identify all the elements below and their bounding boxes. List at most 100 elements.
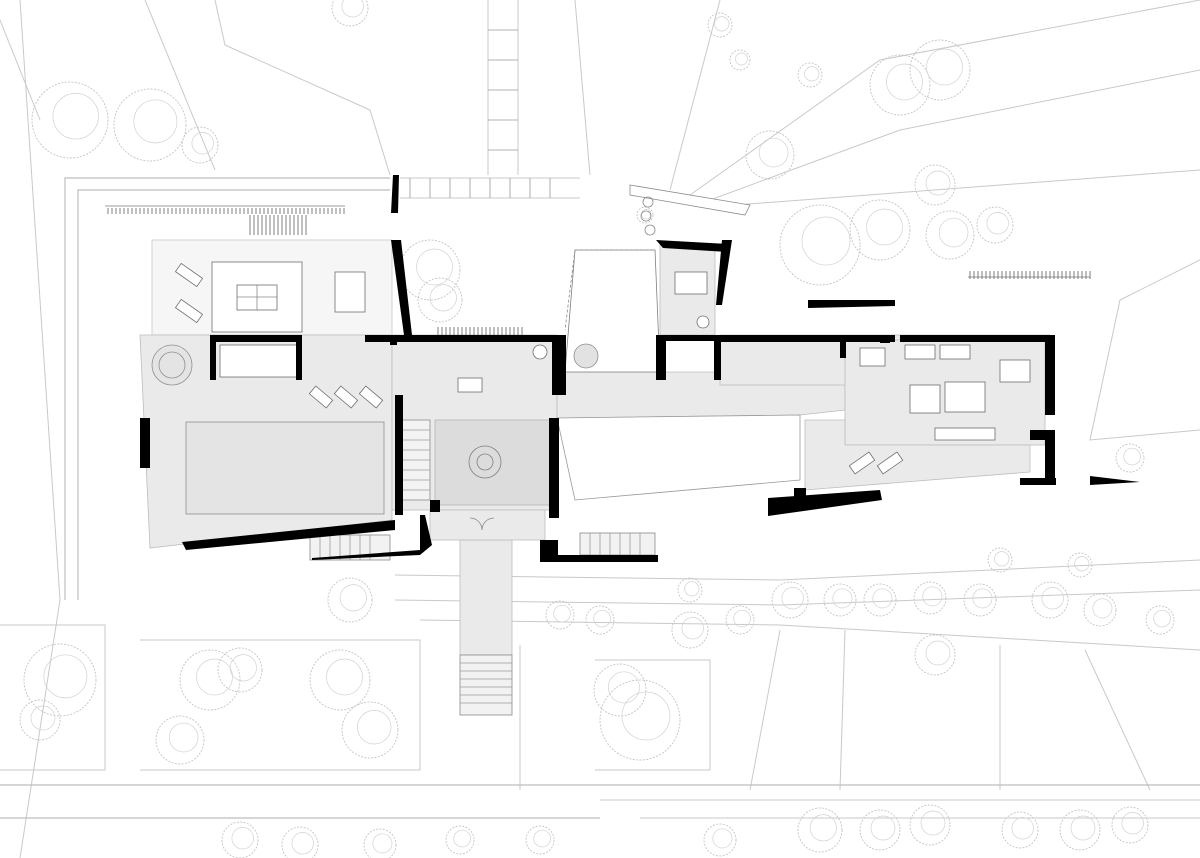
tree-canopy [221, 821, 259, 858]
courtyard-planter [573, 343, 599, 369]
tree-canopy [1115, 443, 1145, 473]
tree-canopy-inner [886, 63, 923, 101]
tree-canopy [525, 825, 555, 855]
gym-station [944, 381, 986, 413]
tree-canopy-inner [1153, 609, 1171, 628]
tree-canopy [671, 611, 709, 649]
tree-canopy [327, 577, 373, 623]
tree-canopy [363, 828, 397, 858]
entrance-door-swing [481, 517, 495, 531]
tree-canopy [593, 663, 647, 717]
tree-canopy-inner [191, 132, 214, 155]
tree-canopy-inner [972, 588, 993, 609]
gym-mat [999, 359, 1031, 383]
tree-canopy [925, 210, 975, 260]
tree-canopy [849, 199, 911, 261]
tree-canopy-inner [372, 833, 393, 854]
dining-table [334, 271, 366, 313]
lower-yard [556, 414, 801, 501]
tree-canopy [636, 206, 654, 224]
chair [696, 315, 710, 329]
tree-canopy [909, 39, 971, 101]
lower-right-steps [579, 532, 656, 556]
tree-canopy-inner [1092, 598, 1113, 619]
tree-canopy-inner [809, 814, 837, 842]
tree-canopy [1067, 552, 1093, 578]
courtyard-pergola [564, 184, 751, 331]
entrance-vestibule [429, 509, 546, 541]
bath-fixture [457, 377, 483, 393]
tree-canopy [181, 126, 219, 164]
tree-canopy [823, 583, 857, 617]
tree-canopy-inner [986, 212, 1009, 235]
tree-canopy [976, 206, 1014, 244]
tree-canopy-inner [291, 832, 314, 855]
tree-canopy-inner [832, 588, 853, 609]
tree-canopy-inner [870, 815, 896, 841]
tree-canopy-inner [43, 654, 88, 699]
terrace-lounger [848, 451, 876, 475]
tree-canopy [914, 164, 956, 206]
trees [19, 0, 1175, 858]
top-path-steps [488, 29, 518, 151]
pool-house [219, 344, 299, 378]
tree-canopy-inner [872, 588, 893, 609]
tree-canopy-inner [712, 828, 733, 849]
tree-canopy-inner [416, 248, 453, 286]
tree-canopy-inner [1011, 817, 1034, 840]
tree-canopy-inner [339, 584, 367, 612]
tree-canopy-inner [326, 658, 363, 696]
pool-lounger [333, 385, 359, 409]
tree-canopy-inner [1074, 556, 1090, 572]
entrance-walkway [459, 539, 513, 656]
tree-canopy-inner [1121, 812, 1144, 835]
tree-canopy [869, 54, 931, 116]
tree-canopy-inner [621, 691, 671, 741]
walls [140, 175, 1140, 562]
tree-canopy-inner [925, 640, 951, 666]
tree-canopy-inner [196, 658, 233, 696]
tree-canopy-inner [994, 551, 1010, 567]
tree-canopy-inner [866, 208, 903, 246]
tree-canopy-inner [926, 48, 963, 86]
tree-canopy [113, 88, 187, 162]
tree-canopy [445, 825, 475, 855]
tree-canopy [309, 649, 371, 711]
pool [185, 421, 385, 515]
tree-canopy-inner [925, 170, 951, 196]
tree-canopy-inner [801, 216, 851, 266]
tree-canopy [677, 577, 703, 603]
tree-canopy-inner [920, 810, 946, 836]
tree-canopy-inner [804, 66, 820, 82]
gym-equipment [939, 344, 971, 360]
gym-rack [934, 427, 996, 441]
tree-canopy-inner [533, 829, 551, 848]
tree-canopy-inner [758, 137, 789, 168]
tree-canopy [1111, 806, 1149, 844]
tree-canopy-inner [1070, 815, 1096, 841]
tree-canopy [703, 823, 737, 857]
tree-canopy-inner [1041, 587, 1064, 610]
entrance-steps [459, 654, 513, 716]
tree-canopy-inner [429, 284, 457, 312]
gym-equipment [904, 344, 936, 360]
tree-canopy-inner [357, 710, 392, 745]
tree-canopy-inner [607, 671, 640, 704]
tree-canopy-inner [229, 654, 257, 682]
tree-canopy [217, 647, 263, 693]
tree-canopy-inner [30, 705, 56, 731]
pool-lounger [358, 385, 384, 409]
tree-canopy [23, 643, 97, 717]
tree-canopy-inner [593, 609, 611, 628]
plant [532, 344, 548, 360]
tree-canopy [341, 701, 399, 759]
tree-canopy [19, 699, 61, 741]
tree-canopy [914, 634, 956, 676]
tree-canopy [863, 583, 897, 617]
tree-canopy [725, 605, 755, 635]
tree-canopy [399, 239, 461, 301]
tree-canopy [1001, 811, 1039, 849]
lounger [174, 262, 204, 288]
